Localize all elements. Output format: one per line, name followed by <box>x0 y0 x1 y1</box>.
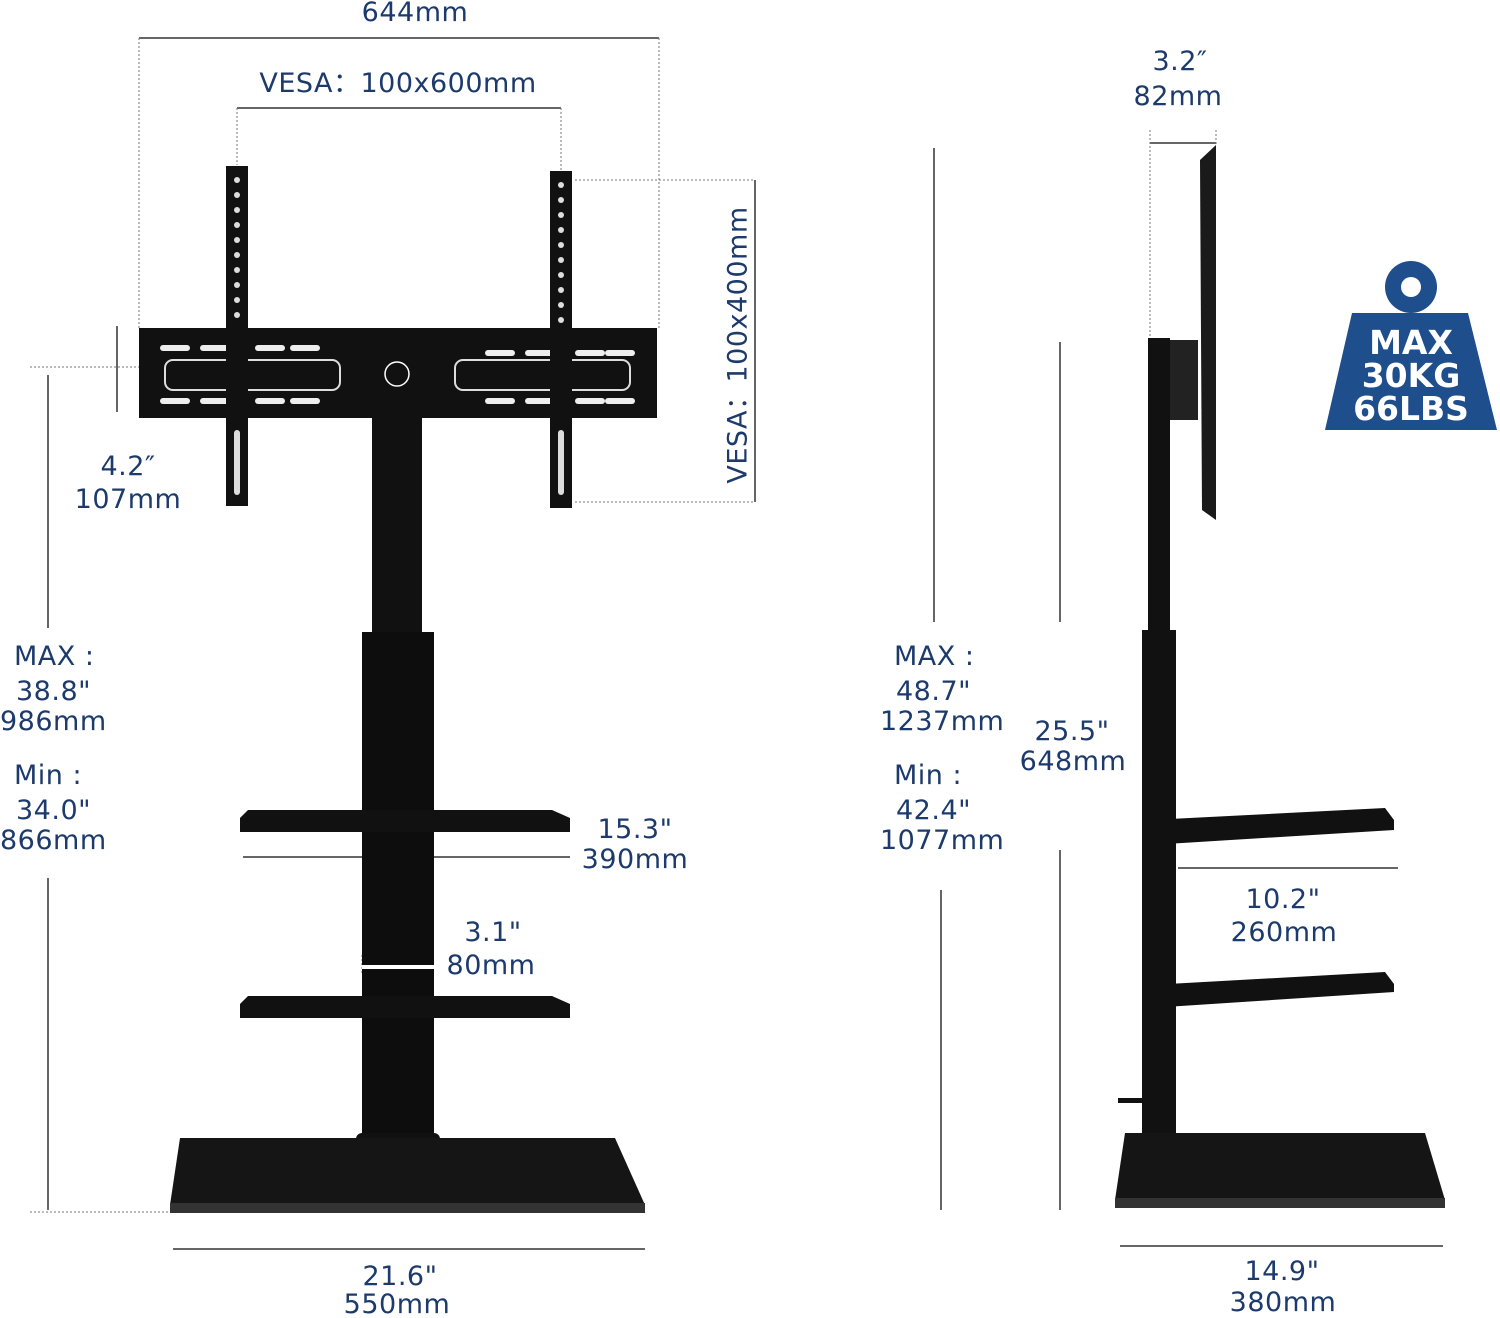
shelf-depth-inch: 10.2" <box>1245 884 1321 915</box>
shelf-height-inch: 25.5" <box>1034 716 1110 747</box>
front-max-label: MAX : <box>14 641 95 672</box>
side-min-inch: 42.4" <box>896 795 972 826</box>
side-min-label: Min : <box>894 760 963 791</box>
bracket-height-inch: 4.2″ <box>100 451 156 482</box>
badge-line-2: 30KG <box>1361 356 1461 395</box>
overall-width-label: 644mm <box>361 0 469 28</box>
base-width-inch: 21.6" <box>362 1261 438 1292</box>
bracket-height-mm: 107mm <box>74 484 182 515</box>
side-max-mm: 1237mm <box>880 706 1005 737</box>
weight-badge: MAX 30KG 66LBS <box>1353 326 1469 425</box>
shelf-height-mm: 648mm <box>1019 746 1127 777</box>
vesa-horizontal-label: VESA：100x600mm <box>259 68 537 99</box>
dimension-lines <box>47 37 1443 1250</box>
front-min-label: Min : <box>14 760 83 791</box>
side-min-mm: 1077mm <box>880 825 1005 856</box>
fitueyes-logo-icon <box>384 361 410 387</box>
shelf-width-inch: 15.3" <box>597 814 673 845</box>
shelf-gap-mm: 80mm <box>446 950 536 981</box>
base-width-mm: 550mm <box>343 1289 451 1318</box>
front-max-inch: 38.8" <box>16 676 92 707</box>
base-depth-inch: 14.9" <box>1244 1256 1320 1287</box>
front-min-inch: 34.0" <box>16 795 92 826</box>
side-depth-mm: 82mm <box>1133 81 1223 112</box>
front-view-stand <box>139 166 657 1213</box>
badge-line-1: MAX <box>1369 323 1453 362</box>
shelf-width-mm: 390mm <box>581 844 689 875</box>
badge-line-3: 66LBS <box>1353 389 1469 428</box>
side-depth-inch: 3.2″ <box>1152 46 1208 77</box>
side-max-inch: 48.7" <box>896 676 972 707</box>
weight-badge-icon <box>1325 261 1497 430</box>
shelf-depth-mm: 260mm <box>1230 917 1338 948</box>
shelf-gap-inch: 3.1" <box>464 917 522 948</box>
front-min-mm: 866mm <box>0 825 107 856</box>
vesa-vertical-label: VESA：100x400mm <box>722 206 754 484</box>
base-depth-mm: 380mm <box>1229 1287 1337 1318</box>
extension-lines <box>30 38 1217 1213</box>
front-max-mm: 986mm <box>0 706 107 737</box>
side-view-stand <box>1115 145 1445 1208</box>
side-max-label: MAX : <box>894 641 975 672</box>
